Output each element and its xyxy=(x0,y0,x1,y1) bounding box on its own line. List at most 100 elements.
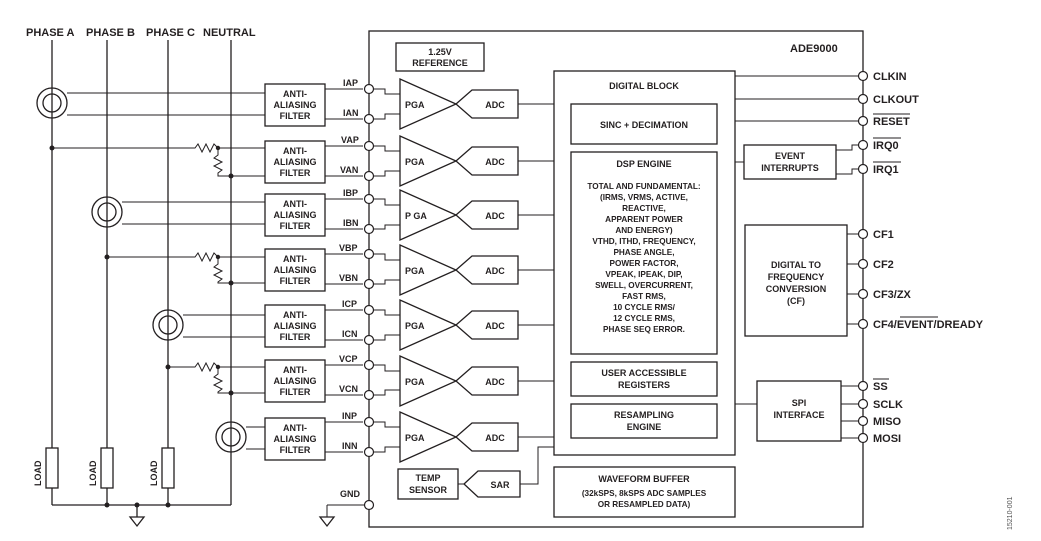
svg-text:FILTER: FILTER xyxy=(280,276,311,286)
svg-text:(32kSPS, 8kSPS ADC SAMPLES: (32kSPS, 8kSPS ADC SAMPLES xyxy=(582,489,707,498)
load-b-resistor xyxy=(100,447,114,489)
svg-text:ALIASING: ALIASING xyxy=(273,321,316,331)
pin-van: VAN xyxy=(340,165,358,175)
svg-text:TEMP: TEMP xyxy=(415,473,440,483)
svg-text:WAVEFORM BUFFER: WAVEFORM BUFFER xyxy=(598,474,690,484)
digital-block-title: DIGITAL BLOCK xyxy=(609,81,679,91)
pga-ia-label: PGA xyxy=(405,100,425,110)
svg-text:ALIASING: ALIASING xyxy=(273,265,316,275)
waveform-buffer-block: WAVEFORM BUFFER (32kSPS, 8kSPS ADC SAMPL… xyxy=(553,466,736,518)
adc-ib-label: ADC xyxy=(485,211,505,221)
svg-text:DIGITAL TO: DIGITAL TO xyxy=(771,260,821,270)
output-pins xyxy=(857,70,869,444)
pga-adc-chain xyxy=(374,77,554,464)
svg-text:SWELL, OVERCURRENT,: SWELL, OVERCURRENT, xyxy=(595,281,693,290)
svg-text:PHASE ANGLE,: PHASE ANGLE, xyxy=(613,248,674,257)
pin-ibp: IBP xyxy=(343,188,358,198)
pin-clkout: CLKOUT xyxy=(873,94,919,106)
svg-text:ANTI-: ANTI- xyxy=(283,254,307,264)
svg-text:SENSOR: SENSOR xyxy=(409,485,448,495)
reference-block: 1.25V REFERENCE xyxy=(395,42,485,72)
load-c-label: LOAD xyxy=(149,460,159,486)
pin-mosi: MOSI xyxy=(873,433,901,445)
filter-in: ANTI- ALIASING FILTER xyxy=(264,417,326,461)
svg-text:ALIASING: ALIASING xyxy=(273,376,316,386)
gnd-ground-icon xyxy=(318,504,364,528)
pin-vbn: VBN xyxy=(339,273,358,283)
pin-miso: MISO xyxy=(873,416,902,428)
sinc-decimation-block: SINC + DECIMATION xyxy=(570,103,718,145)
svg-text:ENGINE: ENGINE xyxy=(627,422,662,432)
svg-text:12 CYCLE RMS,: 12 CYCLE RMS, xyxy=(613,314,675,323)
svg-text:ANTI-: ANTI- xyxy=(283,146,307,156)
neutral-label: NEUTRAL xyxy=(203,27,256,39)
junction-dots xyxy=(49,145,234,508)
pin-cf1: CF1 xyxy=(873,229,894,241)
pga-in-label: PGA xyxy=(405,433,425,443)
cf-block: DIGITAL TO FREQUENCY CONVERSION (CF) xyxy=(744,224,858,337)
load-c-resistor xyxy=(161,447,175,489)
filter-vb: ANTI- ALIASING FILTER xyxy=(264,248,326,292)
load-a-resistor xyxy=(45,447,59,489)
filter-va: ANTI- ALIASING FILTER xyxy=(264,140,326,184)
load-a-label: LOAD xyxy=(33,460,43,486)
pin-vbp: VBP xyxy=(339,243,358,253)
svg-text:FILTER: FILTER xyxy=(280,387,311,397)
pga-va-label: PGA xyxy=(405,157,425,167)
temp-sensor-block: TEMP SENSOR xyxy=(397,446,554,500)
input-pins xyxy=(363,83,375,511)
svg-text:ALIASING: ALIASING xyxy=(273,157,316,167)
svg-text:POWER FACTOR,: POWER FACTOR, xyxy=(610,259,679,268)
svg-text:APPARENT POWER: APPARENT POWER xyxy=(605,215,683,224)
filter-ia: ANTI- ALIASING FILTER xyxy=(264,83,326,127)
pin-reset: RESET xyxy=(873,116,910,128)
adc-vc-label: ADC xyxy=(485,377,505,387)
svg-text:CONVERSION: CONVERSION xyxy=(766,284,827,294)
svg-text:INTERRUPTS: INTERRUPTS xyxy=(761,163,819,173)
adc-va-label: ADC xyxy=(485,157,505,167)
dsp-engine-block: DSP ENGINE TOTAL AND FUNDAMENTAL: (IRMS,… xyxy=(570,151,718,355)
pin-irq0: IRQ0 xyxy=(873,140,899,152)
svg-text:SPI: SPI xyxy=(792,398,807,408)
pin-vap: VAP xyxy=(341,135,359,145)
pin-sclk: SCLK xyxy=(873,399,903,411)
svg-text:SINC + DECIMATION: SINC + DECIMATION xyxy=(600,120,688,130)
svg-text:FILTER: FILTER xyxy=(280,111,311,121)
svg-text:(IRMS, VRMS, ACTIVE,: (IRMS, VRMS, ACTIVE, xyxy=(600,193,688,202)
load-b-label: LOAD xyxy=(88,460,98,486)
svg-text:ANTI-: ANTI- xyxy=(283,423,307,433)
svg-text:REGISTERS: REGISTERS xyxy=(618,380,670,390)
ct-phase-c-icon xyxy=(152,309,184,341)
svg-text:OR RESAMPLED DATA): OR RESAMPLED DATA) xyxy=(598,500,691,509)
pin-ian: IAN xyxy=(343,108,359,118)
svg-text:USER ACCESSIBLE: USER ACCESSIBLE xyxy=(601,368,686,378)
svg-text:FILTER: FILTER xyxy=(280,445,311,455)
svg-text:1.25V: 1.25V xyxy=(428,47,452,57)
resampling-engine-block: RESAMPLING ENGINE xyxy=(570,403,718,439)
chip-name: ADE9000 xyxy=(790,43,838,55)
pin-ibn: IBN xyxy=(343,218,359,228)
pin-cf3-zx: CF3/ZX xyxy=(873,289,912,301)
ground-icon xyxy=(128,516,146,528)
svg-text:FILTER: FILTER xyxy=(280,332,311,342)
pin-inn: INN xyxy=(342,441,358,451)
figure-code: 15210-001 xyxy=(1007,496,1014,530)
svg-text:TOTAL AND FUNDAMENTAL:: TOTAL AND FUNDAMENTAL: xyxy=(587,182,700,191)
svg-text:(CF): (CF) xyxy=(787,296,805,306)
event-interrupts-block: EVENT INTERRUPTS xyxy=(735,144,858,180)
pin-iap: IAP xyxy=(343,78,358,88)
pin-cf2: CF2 xyxy=(873,259,894,271)
filter-ib: ANTI- ALIASING FILTER xyxy=(264,193,326,237)
filter-ic: ANTI- ALIASING FILTER xyxy=(264,304,326,348)
adc-in-label: ADC xyxy=(485,433,505,443)
pin-icn: ICN xyxy=(342,329,358,339)
pin-cf4-event-dready: CF4/EVENT/DREADY xyxy=(873,319,984,331)
pin-clkin: CLKIN xyxy=(873,71,907,83)
svg-text:10 CYCLE RMS/: 10 CYCLE RMS/ xyxy=(613,303,676,312)
ct-phase-b-icon xyxy=(91,196,123,228)
user-registers-block: USER ACCESSIBLE REGISTERS xyxy=(570,361,718,397)
pga-vb-label: PGA xyxy=(405,266,425,276)
svg-text:FILTER: FILTER xyxy=(280,168,311,178)
svg-text:DSP ENGINE: DSP ENGINE xyxy=(616,159,671,169)
